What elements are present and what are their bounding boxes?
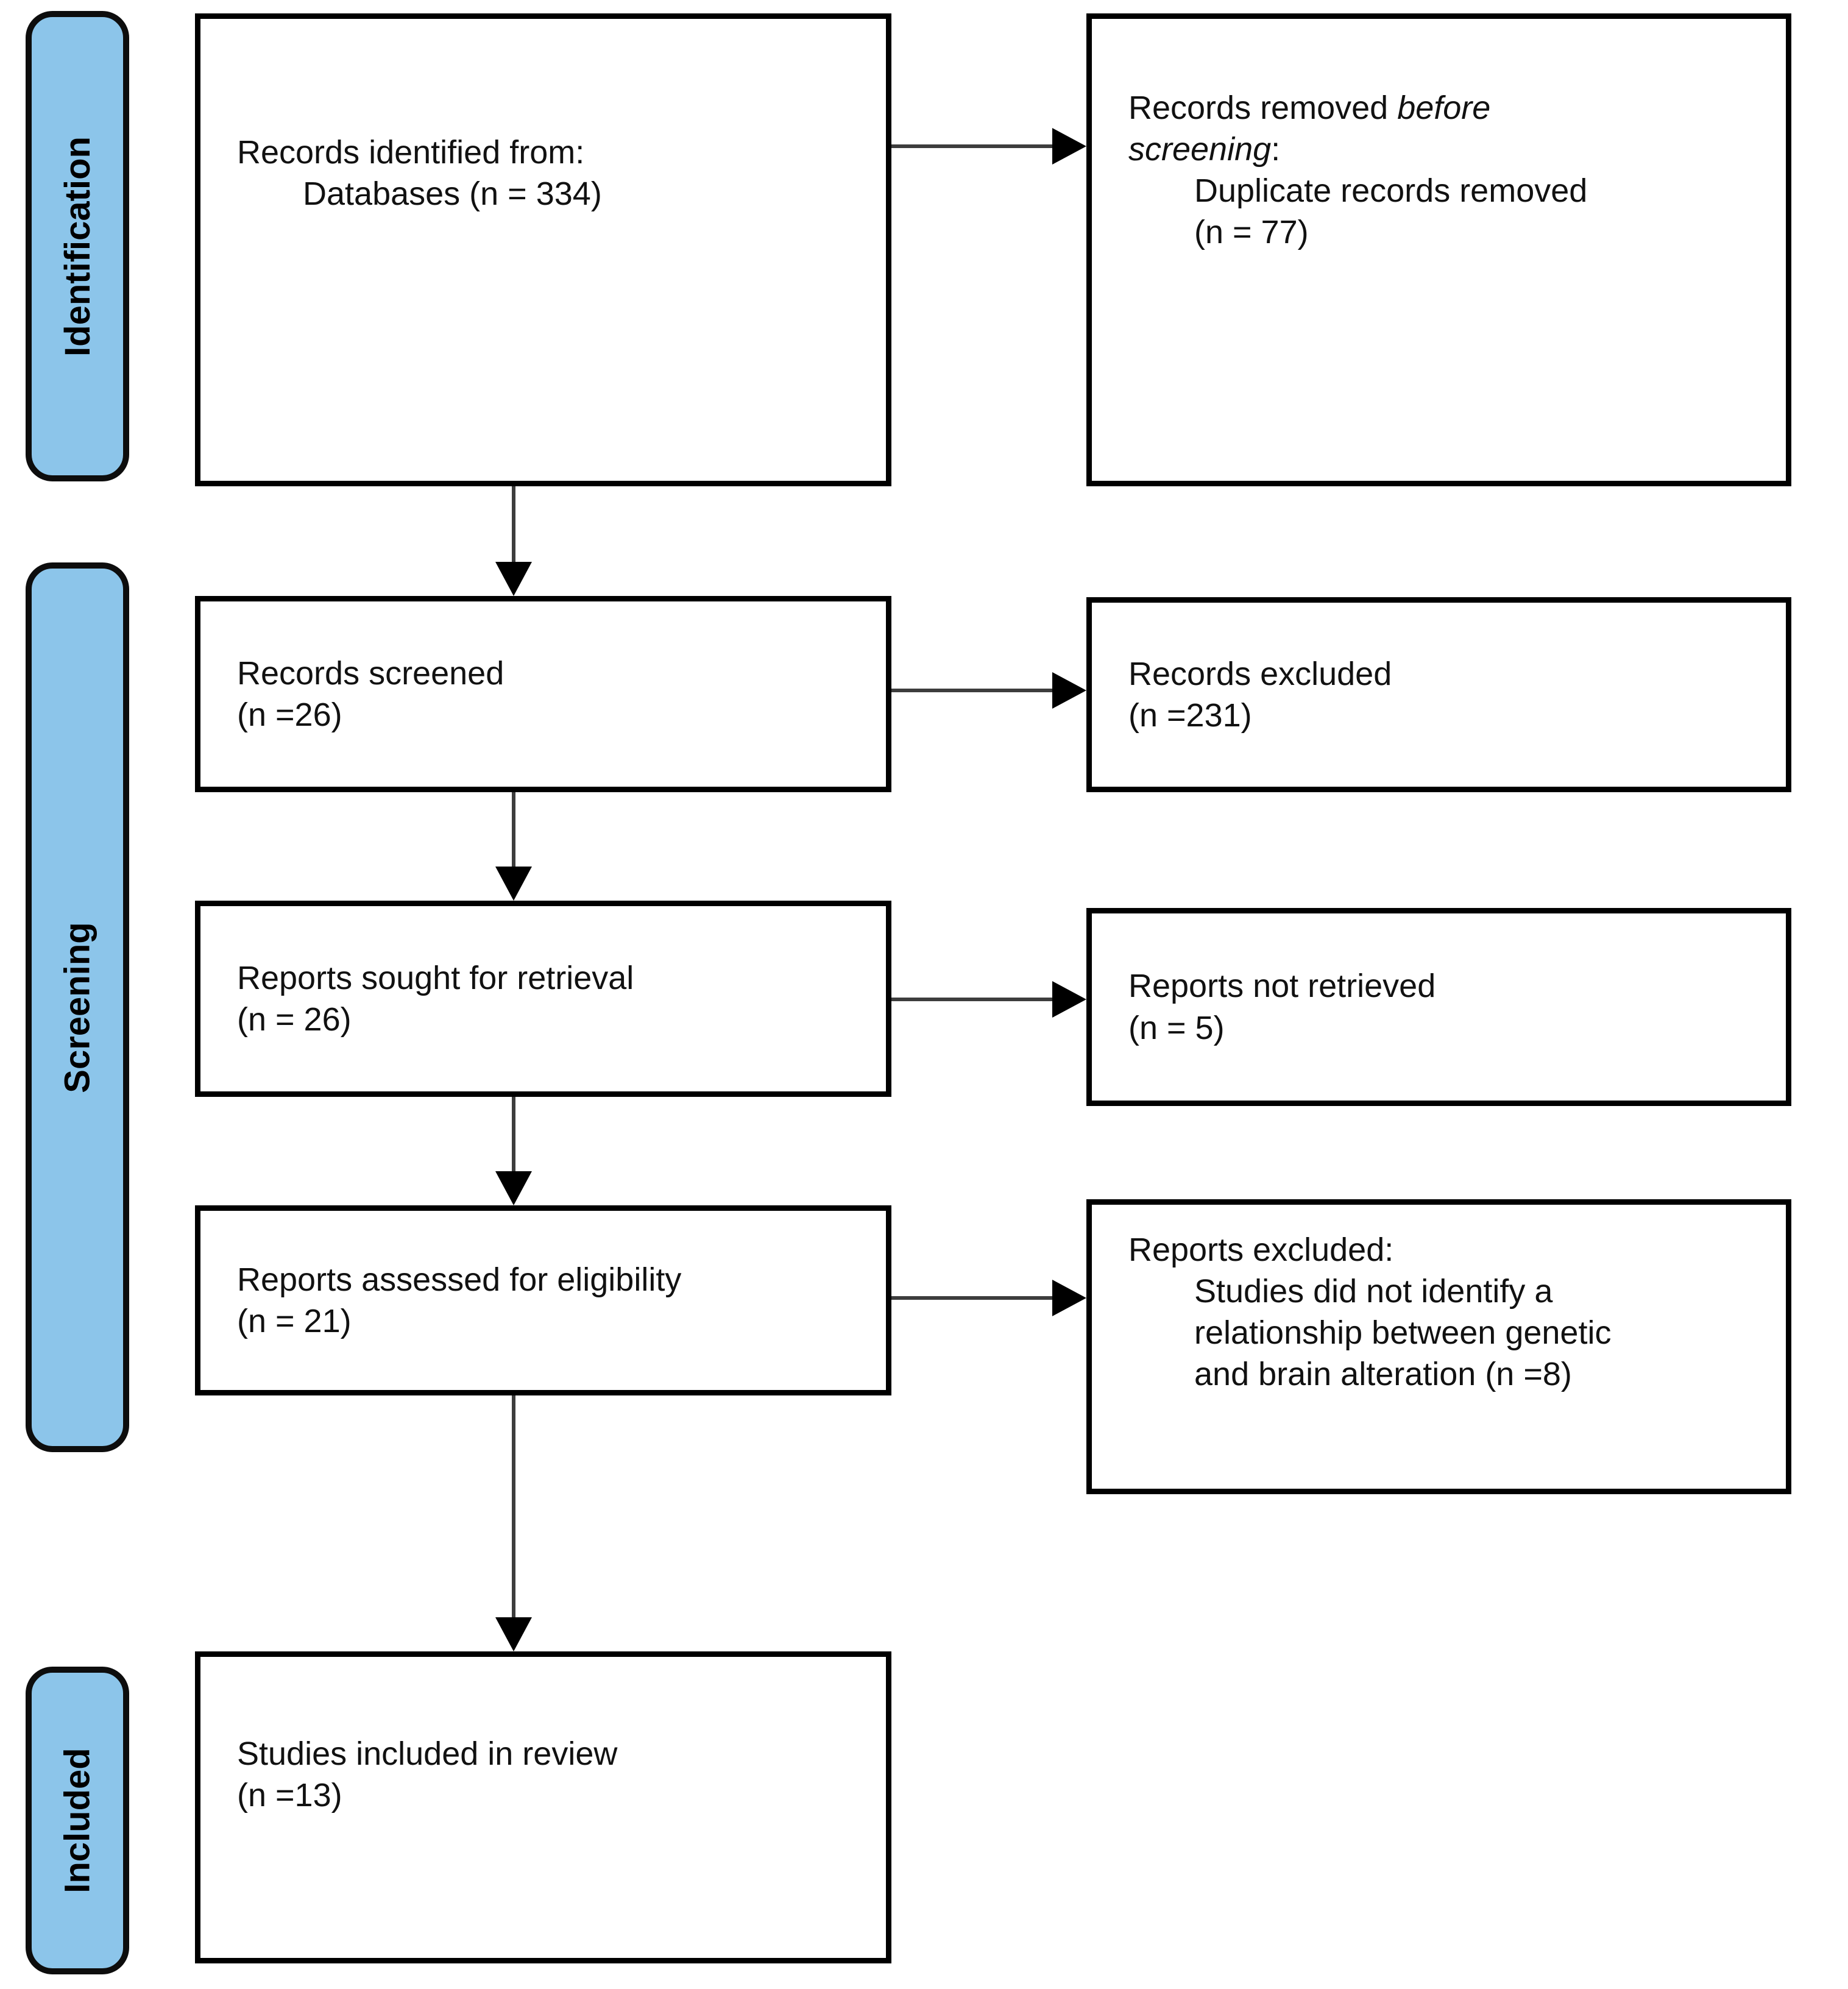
flow-box-reports-sought: Reports sought for retrieval (n = 26)	[195, 901, 891, 1097]
reports-excluded-detail: Studies did not identify a relationship …	[1194, 1273, 1612, 1393]
records-removed-heading: Records removed before screening:	[1128, 87, 1555, 170]
arrow-shaft	[891, 1296, 1058, 1300]
arrow-head-icon	[1052, 1280, 1086, 1316]
arrow-head-icon	[1052, 128, 1086, 165]
records-excluded-text: Records excluded (n =231)	[1128, 655, 1392, 734]
arrow-head-icon	[495, 562, 532, 596]
reports-excluded-heading: Reports excluded:	[1128, 1232, 1394, 1268]
flow-box-records-screened: Records screened (n =26)	[195, 596, 891, 792]
stage-label-screening: Screening	[26, 562, 129, 1452]
records-removed-emphasis: before screening	[1128, 90, 1491, 168]
records-identified-heading: Records identified from:	[237, 134, 585, 171]
flow-box-reports-not-retrieved: Reports not retrieved (n = 5)	[1086, 908, 1791, 1106]
arrow-head-icon	[1052, 672, 1086, 709]
stage-label-screening-text: Screening	[57, 921, 97, 1093]
reports-assessed-text: Reports assessed for eligibility (n = 21…	[237, 1261, 682, 1339]
reports-sought-text: Reports sought for retrieval (n = 26)	[237, 959, 634, 1038]
arrow-head-icon	[495, 1171, 532, 1205]
records-screened-text: Records screened (n =26)	[237, 654, 504, 733]
arrow-head-icon	[495, 1617, 532, 1651]
flow-box-reports-excluded: Reports excluded: Studies did not identi…	[1086, 1199, 1791, 1494]
stage-label-included-text: Included	[57, 1748, 97, 1893]
records-removed-suffix: :	[1271, 131, 1281, 168]
flow-box-reports-assessed: Reports assessed for eligibility (n = 21…	[195, 1205, 891, 1395]
arrow-head-icon	[1052, 981, 1086, 1018]
reports-not-retrieved-text: Reports not retrieved (n = 5)	[1128, 968, 1436, 1046]
arrow-shaft	[891, 689, 1058, 692]
stage-label-identification-text: Identification	[57, 136, 97, 356]
records-removed-detail: Duplicate records removed (n = 77)	[1194, 172, 1588, 251]
arrow-shaft	[512, 1395, 515, 1620]
arrow-head-icon	[495, 867, 532, 901]
arrow-shaft	[512, 1097, 515, 1174]
arrow-shaft	[891, 998, 1058, 1001]
stage-label-identification: Identification	[26, 11, 129, 481]
arrow-shaft	[512, 792, 515, 869]
studies-included-text: Studies included in review (n =13)	[237, 1736, 618, 1814]
flow-box-records-identified: Records identified from: Databases (n = …	[195, 13, 891, 486]
arrow-shaft	[891, 144, 1058, 148]
stage-label-included: Included	[26, 1667, 129, 1974]
flow-box-records-removed: Records removed before screening: Duplic…	[1086, 13, 1791, 486]
flow-box-studies-included: Studies included in review (n =13)	[195, 1651, 891, 1963]
records-removed-prefix: Records removed	[1128, 90, 1398, 126]
flow-box-records-excluded: Records excluded (n =231)	[1086, 597, 1791, 792]
records-identified-detail: Databases (n = 334)	[303, 176, 602, 213]
arrow-shaft	[512, 486, 515, 564]
